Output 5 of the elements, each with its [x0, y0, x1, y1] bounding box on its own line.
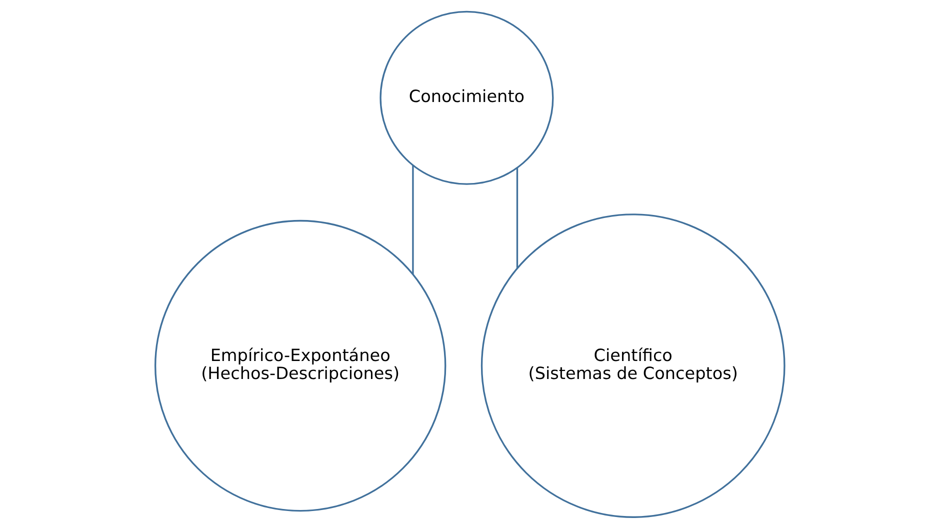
- node-circle: Empírico-Expontáneo (Hechos-Descripciones): [154, 220, 446, 512]
- node-circle: Conocimiento: [380, 10, 554, 185]
- node-circle: Científico (Sistemas de Conceptos): [480, 214, 786, 518]
- connector: [516, 168, 518, 268]
- connector: [412, 165, 414, 274]
